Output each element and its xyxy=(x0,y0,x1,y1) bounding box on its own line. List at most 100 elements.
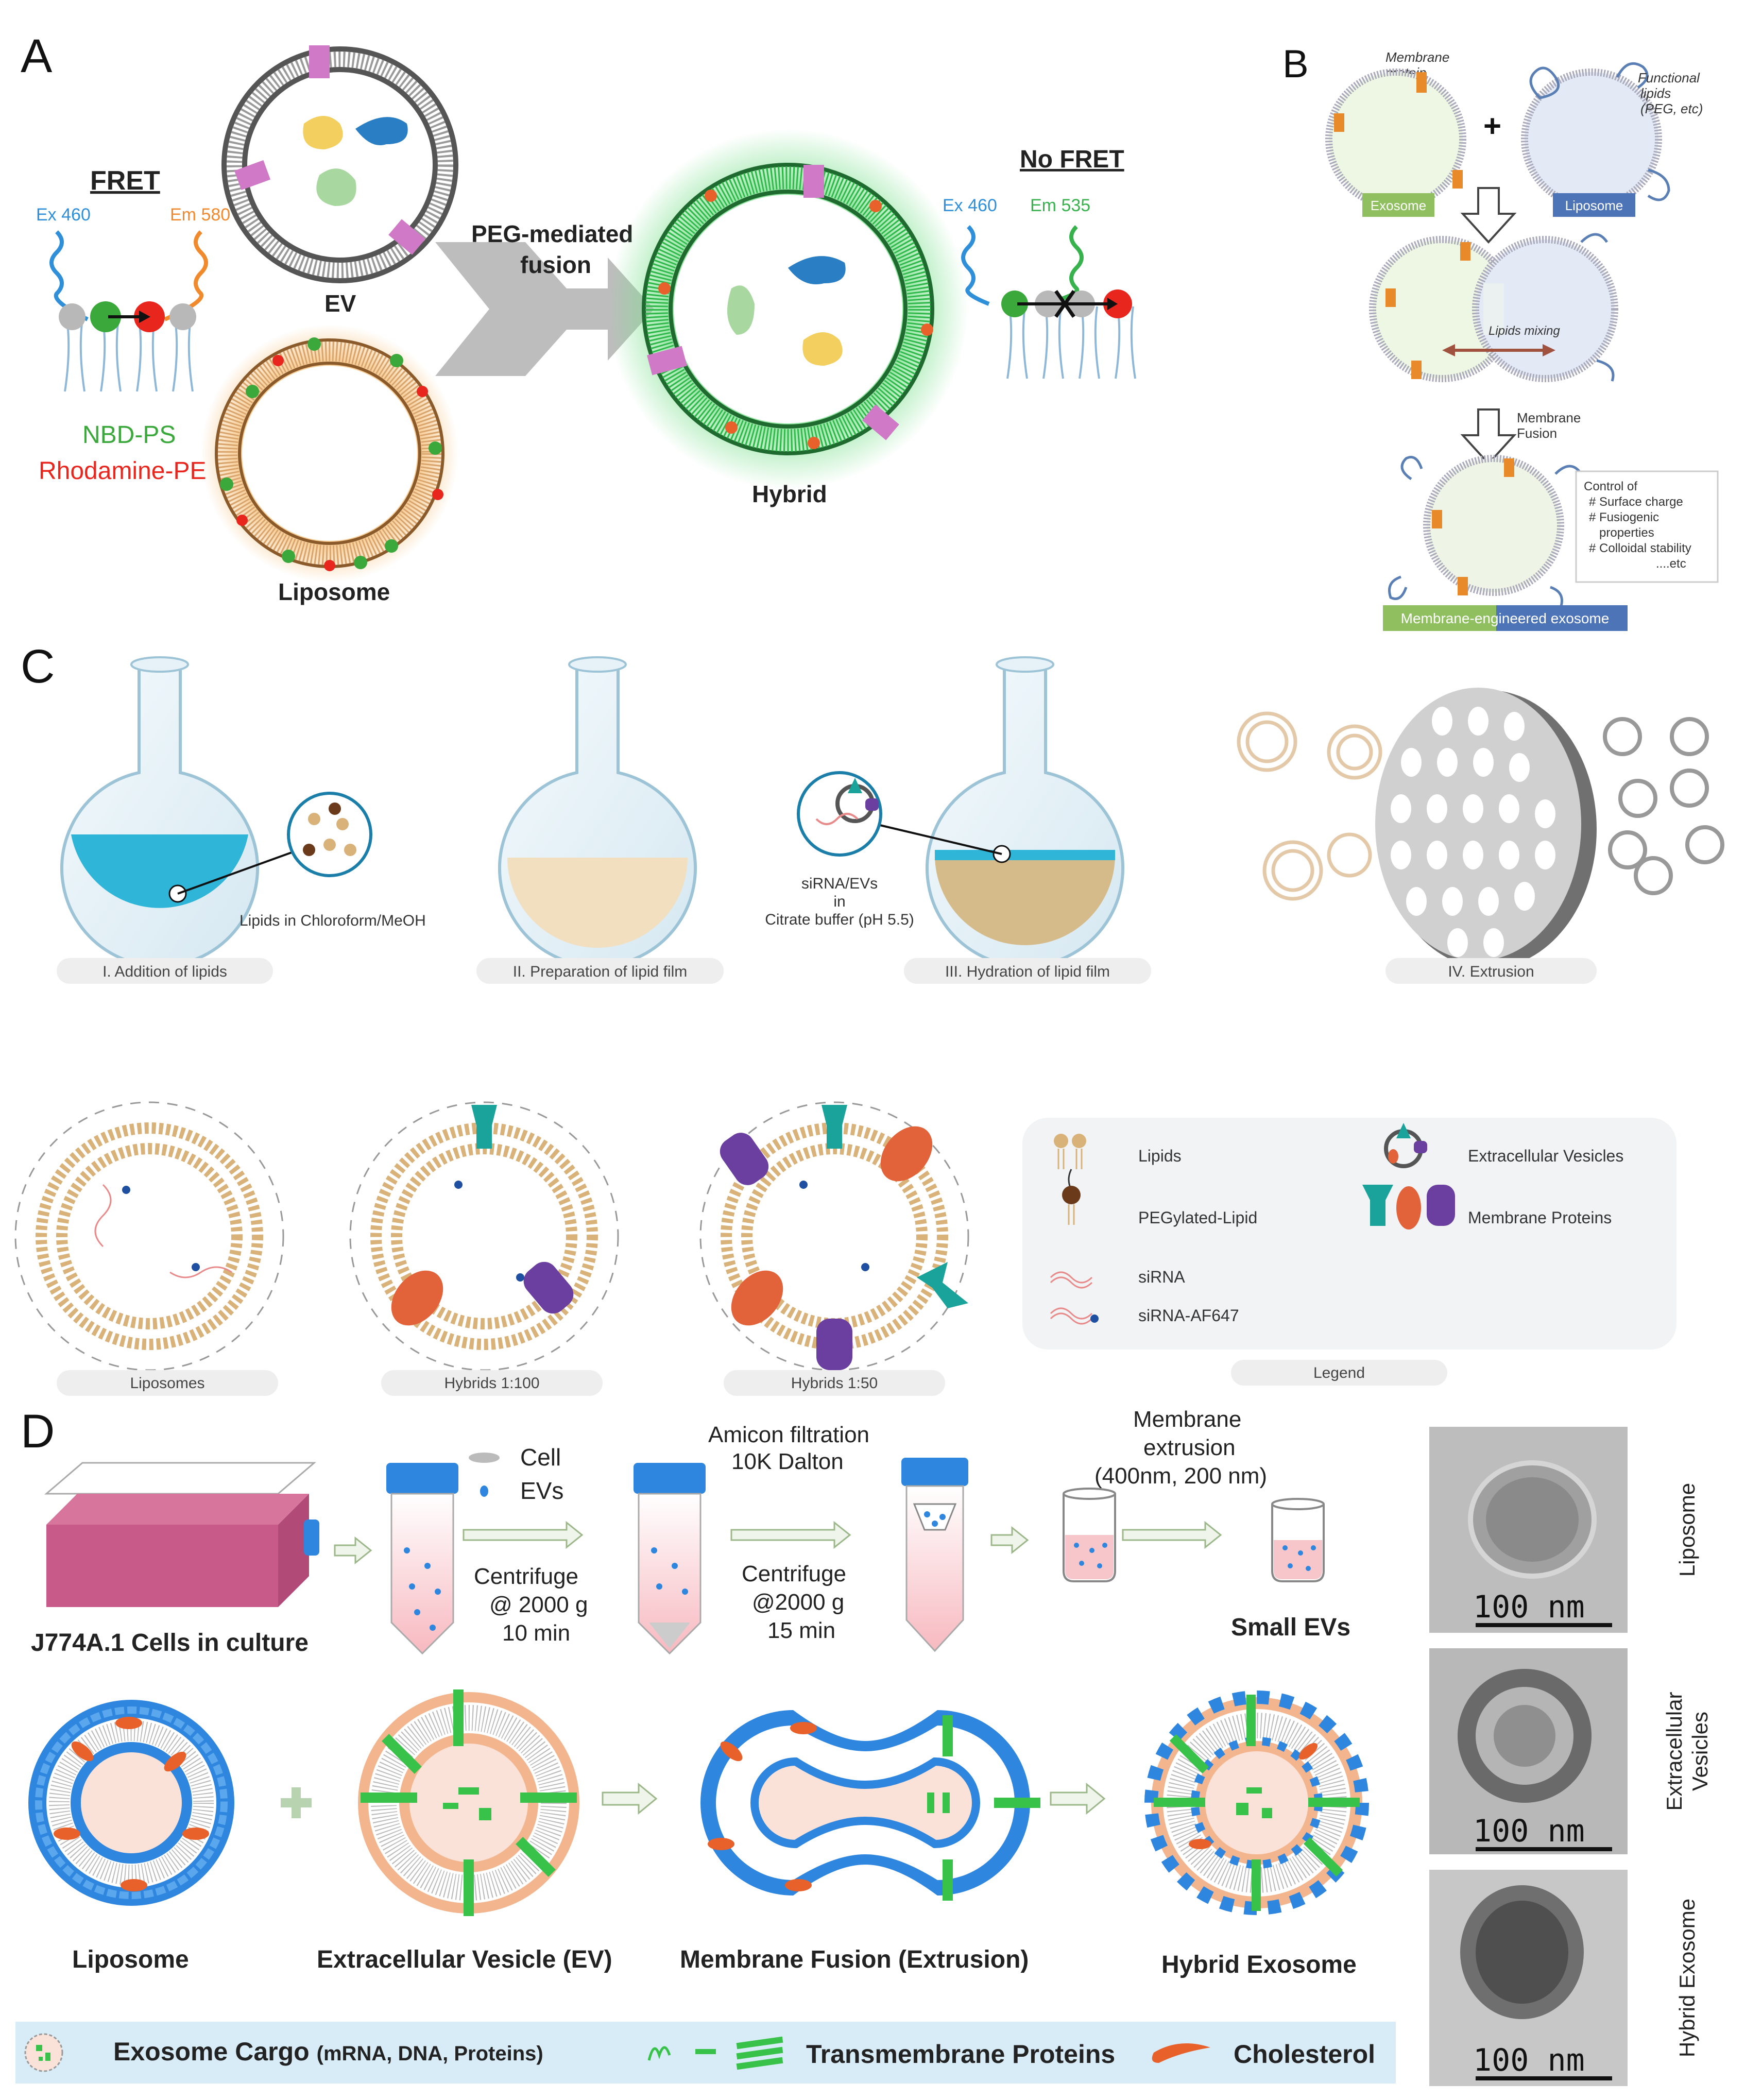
arrow-d-1 xyxy=(334,1536,372,1565)
em-535-right: Em 535 xyxy=(1030,196,1090,215)
small-tube-1 xyxy=(1063,1488,1116,1582)
tm-proteins-label: Transmembrane Proteins xyxy=(806,2040,1115,2069)
cell-legend-symbol xyxy=(469,1453,500,1463)
functional-lipids-2: lipids xyxy=(1640,86,1671,101)
engineered-tag-blue xyxy=(1496,605,1628,631)
down-arrow-b-2 xyxy=(1460,408,1517,465)
post-extrusion-vesicles xyxy=(1603,717,1724,895)
cells-culture-label: J774A.1 Cells in culture xyxy=(31,1629,309,1657)
excitation-wave-right xyxy=(961,225,990,306)
control-item-2b: properties xyxy=(1599,526,1654,540)
membrane-protein-label-1: Membrane xyxy=(1385,49,1449,65)
legend-ev-label: Extracellular Vesicles xyxy=(1468,1147,1623,1165)
hybrid-exosome-d xyxy=(1144,1691,1369,1915)
liposome-particle-c xyxy=(14,1101,284,1371)
ex-460-right: Ex 460 xyxy=(943,196,997,215)
legend-membrane-proteins-icon xyxy=(1362,1185,1455,1230)
legend-sirna-af-icon xyxy=(1050,1307,1099,1325)
hybrid-label-d: Hybrid Exosome xyxy=(1161,1951,1357,1978)
centrifuge2-line2: @2000 g xyxy=(752,1590,844,1615)
fret-title: FRET xyxy=(90,166,160,196)
ev-label-a: EV xyxy=(324,290,356,317)
evs-legend-symbol xyxy=(480,1486,488,1497)
panel-d: D J774A.1 Cells in culture Cell EVs Cent… xyxy=(15,1405,1712,2086)
hybrid-vesicle-a xyxy=(608,129,968,489)
hybrid-1-50-particle-c xyxy=(699,1101,969,1371)
no-fret-title: No FRET xyxy=(1020,146,1124,173)
amicon-line1: Amicon filtration xyxy=(708,1422,869,1447)
step4-label: IV. Extrusion xyxy=(1448,963,1534,980)
liposome-label-d: Liposome xyxy=(72,1946,189,1973)
arrow-d-2 xyxy=(463,1521,584,1549)
hybrid-label-a: Hybrid xyxy=(752,481,827,507)
fusing-vesicles-b xyxy=(1369,233,1618,382)
panel-c: C Lipids in Chloroform/MeOH I. Addition … xyxy=(14,640,1724,1396)
control-item-4: ....etc xyxy=(1656,557,1686,571)
em-hybrid-label: Hybrid Exosome xyxy=(1675,1899,1699,2057)
legend-lipid-icon xyxy=(1054,1134,1086,1169)
cargo-label: Exosome Cargo(mRNA, DNA, Proteins) xyxy=(113,2037,543,2066)
peg-mediated-label: PEG-mediated xyxy=(471,220,633,247)
control-item-1: # Surface charge xyxy=(1589,495,1683,509)
functional-lipids-1: Functional xyxy=(1638,70,1700,86)
liposome-vesicle-a xyxy=(201,325,458,582)
down-arrow-b-1 xyxy=(1460,187,1517,244)
cholesterol-label: Cholesterol xyxy=(1234,2040,1375,2069)
cap3-label: Hybrids 1:50 xyxy=(791,1375,878,1392)
legend-peg-lipid-label: PEGylated-Lipid xyxy=(1138,1208,1257,1227)
lipids-solvent-label: Lipids in Chloroform/MeOH xyxy=(239,912,426,929)
liposome-tag-label: Liposome xyxy=(1565,198,1623,213)
control-item-2: # Fusiogenic xyxy=(1589,510,1659,524)
em-580-left: Em 580 xyxy=(170,205,230,225)
panel-c-letter: C xyxy=(21,640,55,693)
panel-b: B Membrane protein + Functional lipids (… xyxy=(1282,42,1719,631)
control-title: Control of xyxy=(1584,480,1637,493)
tube-2 xyxy=(634,1463,706,1655)
culture-flask xyxy=(44,1462,319,1607)
scale-label-1: 100 nm xyxy=(1473,1589,1585,1625)
tube-1 xyxy=(386,1463,458,1655)
panel-a-letter: A xyxy=(21,30,53,82)
legend-caption: Legend xyxy=(1313,1364,1365,1381)
step2-label: II. Preparation of lipid film xyxy=(513,963,687,980)
fusion-label-d: Membrane Fusion (Extrusion) xyxy=(680,1946,1029,1973)
lipids-mixing-label: Lipids mixing xyxy=(1489,324,1560,338)
legend-sirna-af-label: siRNA-AF647 xyxy=(1138,1306,1239,1325)
centrifuge1-line1: Centrifuge xyxy=(474,1564,578,1589)
hybrid-1-100-particle-c xyxy=(349,1101,619,1371)
extrusion-membrane xyxy=(1375,688,1597,968)
legend-membrane-proteins-label: Membrane Proteins xyxy=(1468,1208,1612,1227)
arrow-d-7 xyxy=(1050,1782,1106,1815)
pre-extrusion-vesicles xyxy=(1237,711,1382,901)
legend-ev-icon xyxy=(1384,1123,1427,1168)
plus-b: + xyxy=(1483,109,1501,143)
citrate-buffer-label: Citrate buffer (pH 5.5) xyxy=(765,911,914,928)
flask-2 xyxy=(498,656,697,968)
step2-pill xyxy=(476,958,724,984)
cargo-icon xyxy=(24,2033,63,2072)
emission-wave-left xyxy=(164,230,208,321)
sirna-evs-label: siRNA/EVs xyxy=(801,875,878,892)
exosome-tag-label: Exosome xyxy=(1371,198,1426,213)
cap2-label: Hybrids 1:100 xyxy=(444,1375,539,1392)
membrane-fusion-label-1: Membrane xyxy=(1517,410,1581,425)
evs-legend-label: EVs xyxy=(520,1477,563,1504)
step4-pill xyxy=(1385,958,1597,984)
nbd-dot-left xyxy=(90,301,121,332)
control-item-3: # Colloidal stability xyxy=(1589,541,1691,555)
ev-d xyxy=(358,1689,579,1916)
ev-vesicle-a xyxy=(221,45,458,283)
scale-label-2: 100 nm xyxy=(1473,1813,1585,1849)
amicon-line2: 10K Dalton xyxy=(731,1449,844,1474)
scale-label-3: 100 nm xyxy=(1473,2042,1585,2078)
panel-d-letter: D xyxy=(21,1405,55,1458)
arrow-d-6 xyxy=(602,1782,658,1815)
nbd-ps-label: NBD-PS xyxy=(82,421,176,449)
engineered-tag-green xyxy=(1383,605,1496,631)
tube-3 xyxy=(901,1458,968,1652)
engineered-tag-label: Membrane-engineered exosome xyxy=(1401,610,1610,626)
legend-caption-pill xyxy=(1231,1360,1447,1386)
legend-peg-lipid-icon xyxy=(1062,1169,1081,1225)
engineered-exosome-b xyxy=(1388,455,1583,608)
